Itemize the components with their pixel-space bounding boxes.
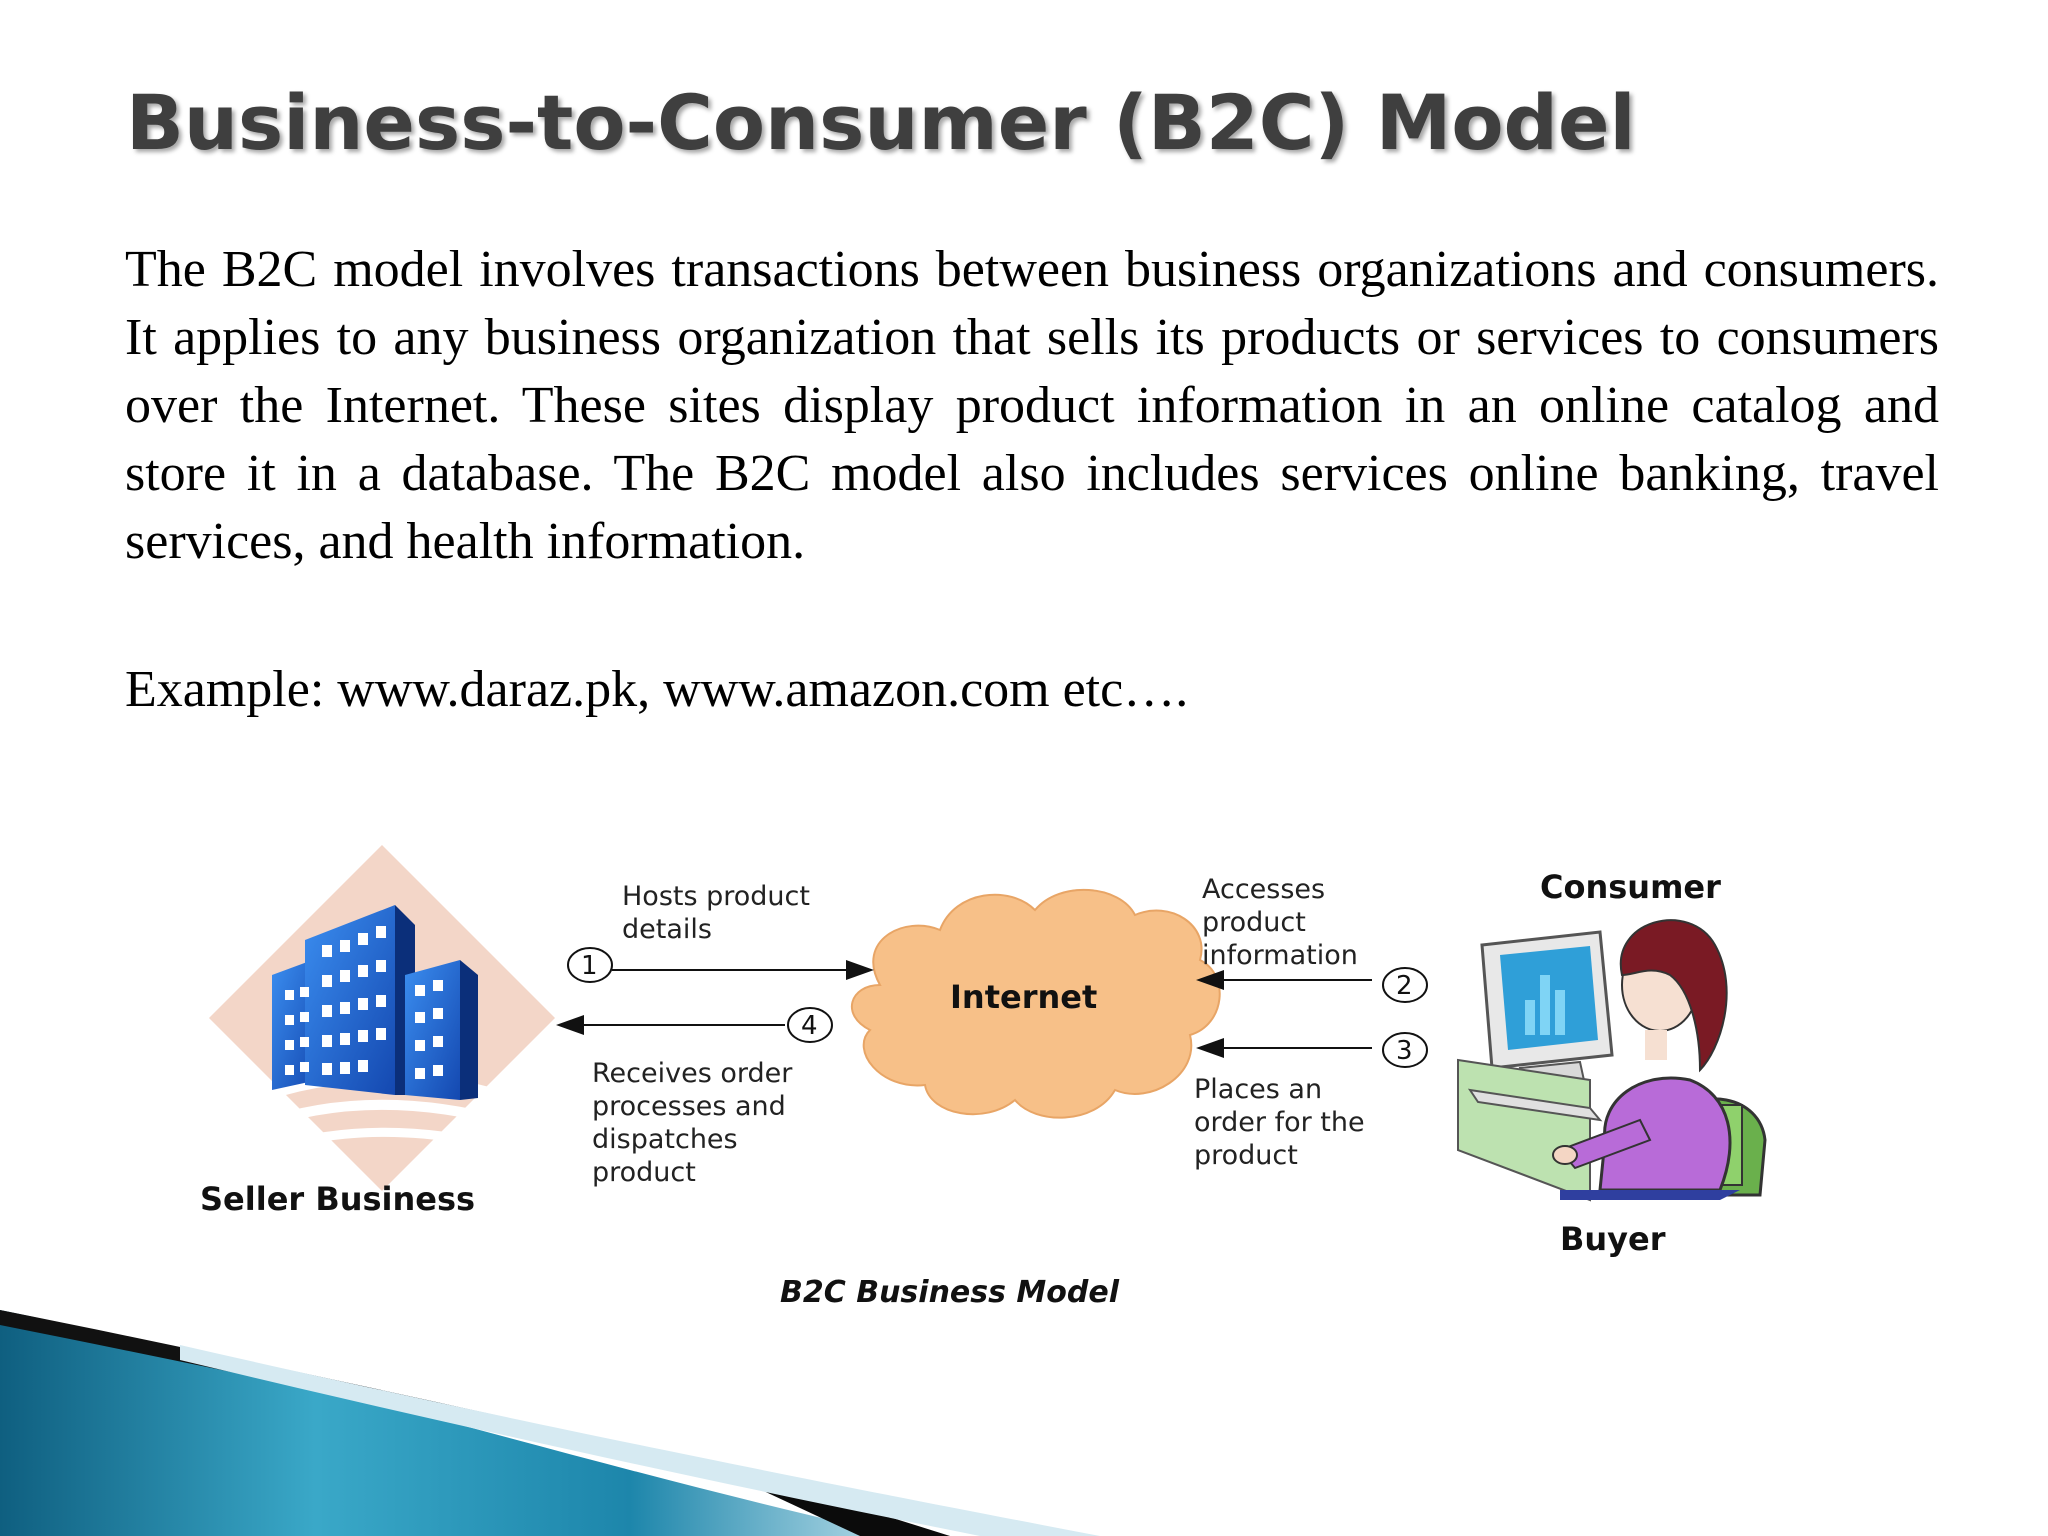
svg-text:1: 1 (581, 951, 598, 981)
svg-text:information: information (1202, 940, 1358, 971)
internet-label: Internet (950, 978, 1097, 1016)
svg-text:details: details (622, 914, 712, 945)
svg-text:2: 2 (1396, 971, 1413, 1001)
consumer-label: Consumer (1540, 868, 1721, 906)
consumer-at-computer-icon (1457, 919, 1767, 1202)
step-2-badge: 2 (1382, 967, 1428, 1003)
svg-text:processes and: processes and (592, 1091, 786, 1122)
svg-text:Hosts product: Hosts product (622, 881, 810, 912)
buyer-label: Buyer (1560, 1220, 1666, 1258)
decorative-swoosh (0, 1310, 1100, 1536)
seller-business-illustration (207, 845, 555, 1191)
svg-text:dispatches: dispatches (592, 1124, 738, 1155)
svg-text:product: product (1202, 907, 1306, 938)
page-title: Business-to-Consumer (B2C) Model (126, 78, 1636, 167)
step-2-label: Accesses product information (1202, 874, 1358, 971)
svg-text:order for the: order for the (1194, 1107, 1365, 1138)
step-4-label: Receives order processes and dispatches … (592, 1058, 793, 1188)
step-3-badge: 3 (1382, 1032, 1428, 1068)
step-3-label: Places an order for the product (1194, 1074, 1365, 1171)
svg-text:Places an: Places an (1194, 1074, 1322, 1105)
body-paragraph: The B2C model involves transactions betw… (125, 241, 1939, 570)
svg-text:Accesses: Accesses (1202, 874, 1325, 905)
svg-text:product: product (592, 1157, 696, 1188)
svg-text:product: product (1194, 1140, 1298, 1171)
svg-text:Receives order: Receives order (592, 1058, 793, 1089)
step-1-badge: 1 (567, 947, 613, 983)
seller-business-label: Seller Business (200, 1180, 475, 1218)
building-icon (272, 905, 478, 1100)
internet-cloud-icon (850, 889, 1221, 1119)
step-1-label: Hosts product details (622, 881, 810, 945)
svg-text:3: 3 (1396, 1036, 1413, 1066)
example-line: Example: www.daraz.pk, www.amazon.com et… (125, 661, 1189, 718)
step-4-badge: 4 (787, 1007, 833, 1043)
diagram-caption: B2C Business Model (780, 1275, 1120, 1310)
svg-text:4: 4 (801, 1011, 818, 1041)
